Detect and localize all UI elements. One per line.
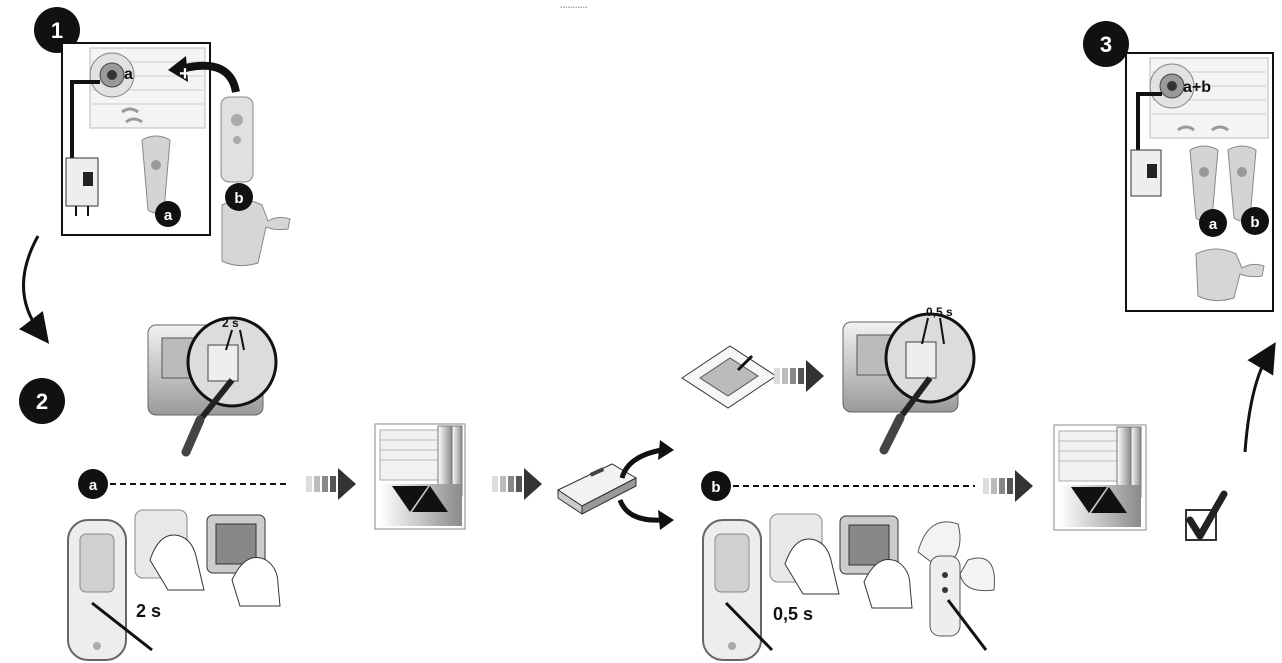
wall-switch-press-icon-b — [770, 514, 839, 594]
svg-text:b: b — [1250, 214, 1259, 231]
flow-arrow-1-to-2 — [23, 236, 40, 332]
svg-text:3: 3 — [1100, 32, 1112, 57]
rts-receiver-icon — [682, 346, 776, 408]
circuit-breaker-icon-3 — [1131, 150, 1161, 196]
remote-b-badge: b — [225, 183, 253, 211]
wall-transmitter-press-icon-b — [840, 516, 912, 608]
return-arrow-down-head-icon — [658, 510, 674, 530]
gradient-arrow-a1 — [306, 468, 356, 500]
svg-text:a: a — [164, 207, 173, 224]
press-time-label-a: 2 s — [136, 601, 161, 621]
motor-label-3: a+b — [1183, 79, 1211, 96]
top-fragment-text: ........... — [560, 0, 588, 10]
flow-arrow-2-to-3 — [1245, 355, 1268, 452]
svg-text:1: 1 — [51, 18, 63, 43]
svg-text:a: a — [89, 477, 98, 494]
press-time-label-b: 0,5 s — [773, 604, 813, 624]
step-2-badge: 2 — [19, 378, 65, 424]
return-arrow-up-head-icon — [658, 440, 674, 460]
branch-b-badge: b — [701, 471, 731, 501]
remote-b-badge-3: b — [1241, 207, 1269, 235]
wall-transmitter-press-icon-a — [207, 515, 280, 606]
branch-a-badge: a — [78, 469, 108, 499]
svg-text:b: b — [234, 190, 243, 207]
remote-a-badge-3: a — [1199, 209, 1227, 237]
gradient-arrow-a2 — [492, 468, 542, 500]
motor-label: a — [124, 66, 133, 83]
svg-text:a: a — [1209, 216, 1218, 233]
gradient-arrow-b1 — [983, 470, 1033, 502]
return-arrow-down-icon — [620, 500, 662, 520]
svg-text:b: b — [711, 479, 720, 496]
shutter-jog-icon-b — [1054, 425, 1146, 530]
setting-tool-remote-icon-b — [703, 520, 772, 660]
svg-text:2: 2 — [36, 389, 48, 414]
motor-prog-box-icon-b — [843, 314, 974, 412]
prog-time-label-a: 2 s — [222, 316, 239, 330]
step-3-badge: 3 — [1083, 21, 1129, 67]
gradient-arrow-b0 — [774, 360, 824, 392]
wall-holder-icon — [222, 200, 290, 266]
remote-a-badge: a — [155, 201, 181, 227]
confirm-check-icon — [1186, 494, 1224, 540]
fan-remote-icon — [918, 522, 994, 650]
shutter-jog-icon — [375, 424, 465, 529]
wall-switch-press-icon-a — [135, 510, 204, 590]
remote-b-icon — [221, 97, 253, 182]
prog-time-label-b: 0,5 s — [926, 305, 953, 319]
svg-text:+: + — [179, 63, 191, 85]
